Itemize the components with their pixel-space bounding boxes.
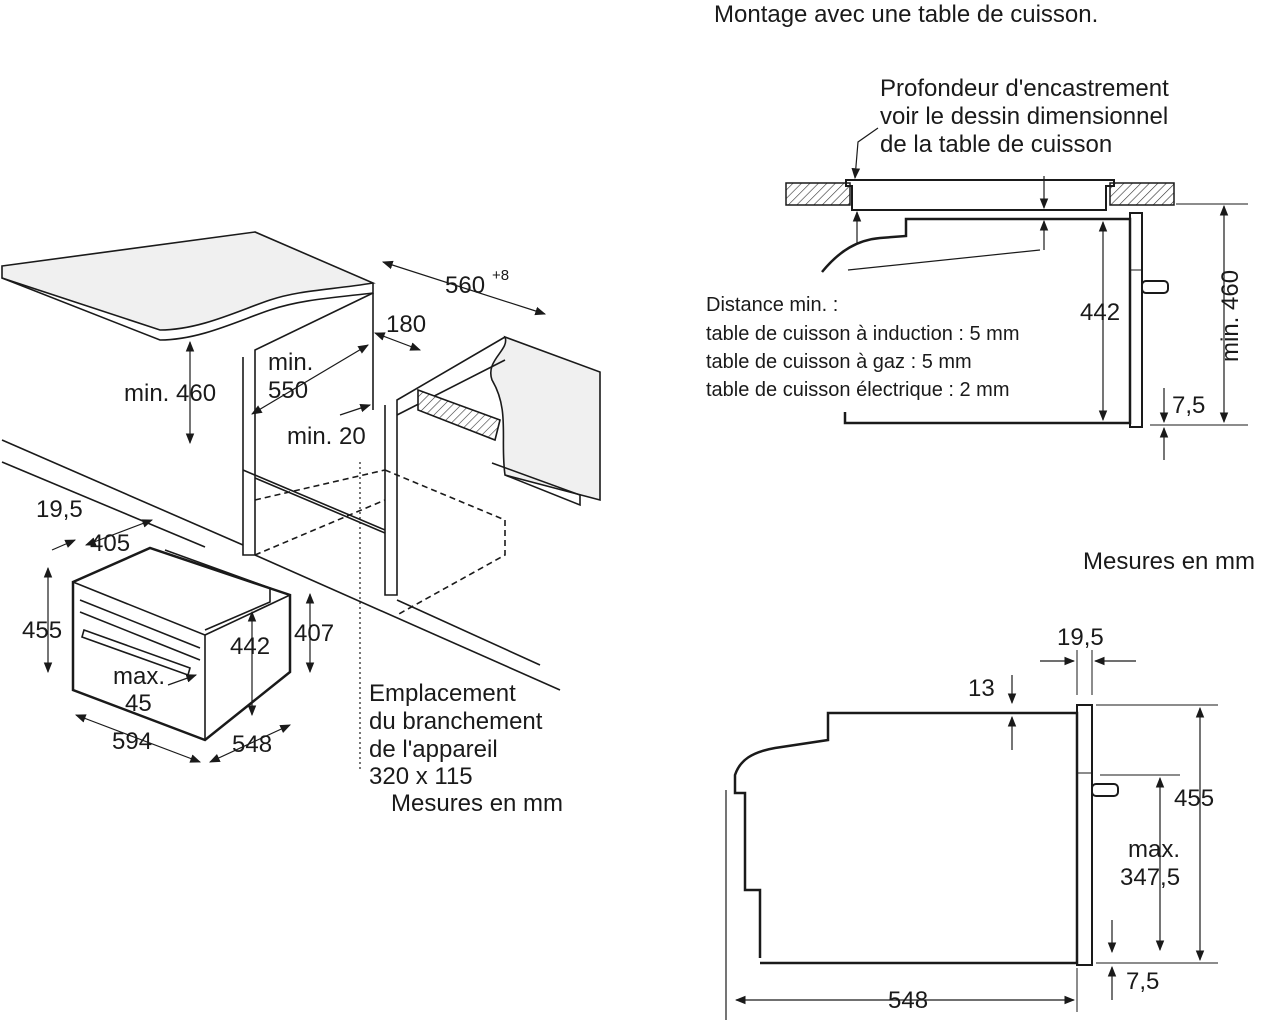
units-note-right: Mesures en mm <box>1083 548 1255 575</box>
oven-door <box>1129 212 1143 428</box>
side-dim-455: 455 <box>1174 785 1214 812</box>
countertop-right <box>1109 182 1175 206</box>
distance-line-1: Distance min. : <box>706 294 838 316</box>
connection-note-1: Emplacement <box>369 680 516 707</box>
dim-min460-label: min. 460 <box>1217 270 1244 362</box>
side-dim-347-5: 347,5 <box>1120 864 1180 891</box>
dim-560-sup: +8 <box>492 267 509 284</box>
side-dim-max: max. <box>1128 836 1180 863</box>
oven-side-door <box>1076 704 1093 966</box>
side-dim-7-5: 7,5 <box>1126 968 1159 995</box>
dim-560-label: 560 <box>445 272 485 299</box>
dim-594-label: 594 <box>112 728 152 755</box>
dim-442-label: 442 <box>1080 299 1120 326</box>
dim-45-label: 45 <box>125 690 152 717</box>
connection-area <box>417 388 501 442</box>
connection-note-2: du branchement <box>369 708 543 735</box>
dim-442-label-left: 442 <box>230 633 270 660</box>
dim-405-label: 405 <box>90 530 130 557</box>
dim-min550-a: min. <box>268 349 313 376</box>
dim-max-label: max. <box>113 663 165 690</box>
worktop-right <box>489 335 601 502</box>
worktop-left <box>1 231 376 331</box>
cooktop <box>845 179 1115 211</box>
dim-548-label-left: 548 <box>232 731 272 758</box>
connection-note-4: 320 x 115 <box>369 763 473 790</box>
oven-side-knob <box>1091 783 1119 797</box>
dim-min460-label: min. 460 <box>124 380 216 407</box>
dim-455-label: 455 <box>22 617 62 644</box>
oven-side-view <box>725 650 1218 1020</box>
countertop-left <box>785 182 851 206</box>
units-note-left: Mesures en mm <box>391 790 563 817</box>
oven-side-body <box>733 711 1079 965</box>
cabinet-drawing <box>1 231 601 770</box>
oven-knob <box>1141 280 1169 294</box>
side-dim-19-5: 19,5 <box>1057 624 1104 651</box>
dim-min20-label: min. 20 <box>287 423 366 450</box>
depth-note-line-2: voir le dessin dimensionnel <box>880 103 1168 130</box>
depth-note-line-3: de la table de cuisson <box>880 131 1112 158</box>
distance-line-3: table de cuisson à gaz : 5 mm <box>706 351 972 373</box>
dim-180-label: 180 <box>386 311 426 338</box>
depth-note-line-1: Profondeur d'encastrement <box>880 75 1169 102</box>
dim-min550-b: 550 <box>268 377 308 404</box>
distance-line-4: table de cuisson électrique : 2 mm <box>706 379 1010 401</box>
dim-407-label: 407 <box>294 620 334 647</box>
distance-line-2: table de cuisson à induction : 5 mm <box>706 323 1020 345</box>
dim-19-5-label: 19,5 <box>36 496 83 523</box>
side-dim-13: 13 <box>968 675 995 702</box>
page-title: Montage avec une table de cuisson. <box>714 1 1098 28</box>
side-dim-548: 548 <box>888 987 928 1014</box>
dim-7-5-label: 7,5 <box>1172 392 1205 419</box>
connection-note-3: de l'appareil <box>369 736 498 763</box>
cooktop-section-drawing <box>785 127 1248 460</box>
oven-3d <box>71 546 292 742</box>
